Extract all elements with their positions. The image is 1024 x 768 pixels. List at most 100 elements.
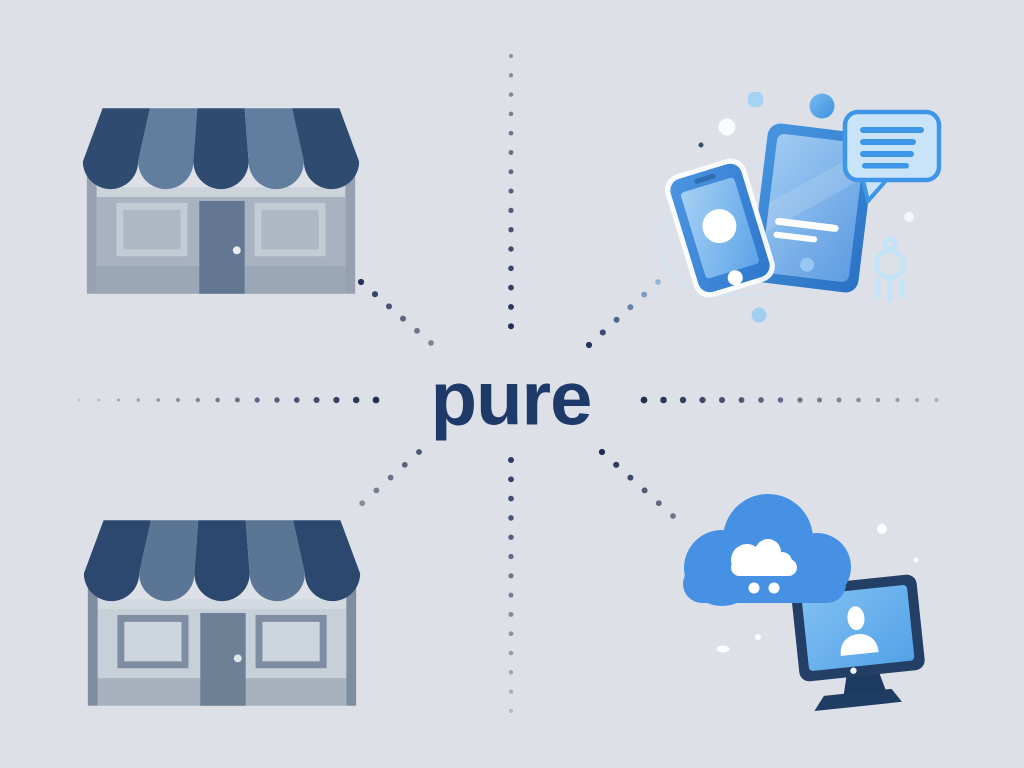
mobile-devices-icon [640, 60, 980, 340]
inner-cloud-icon [731, 539, 797, 576]
connector-dot [387, 474, 394, 481]
connector-dot [357, 278, 365, 286]
connector-dot [627, 304, 634, 311]
white-dot-decor [913, 557, 919, 563]
door-knob [233, 654, 242, 663]
blue-dot-decor [751, 307, 767, 323]
connector-dot [758, 397, 764, 403]
chat-text-line [860, 151, 914, 157]
connector-dot [508, 265, 514, 272]
connector-dot [508, 303, 514, 310]
tablet-home-button [800, 257, 815, 272]
connector-dot [699, 396, 706, 404]
connector-dot [136, 398, 141, 402]
chat-bubble-icon [842, 109, 942, 203]
white-dot-decor [718, 118, 736, 136]
connector-dot [508, 650, 514, 656]
storefront-fascia [92, 187, 350, 198]
phone-speaker [694, 173, 716, 184]
chat-text-line [860, 139, 916, 145]
connector-dot [670, 513, 676, 519]
connector-dot [293, 397, 300, 403]
whisk-outline-decor [874, 236, 906, 303]
connector-dot [508, 670, 514, 675]
connector-dot [508, 188, 514, 194]
connector-dot [116, 398, 121, 402]
monitor-chin-dot [850, 667, 857, 674]
connector-dot [400, 315, 406, 322]
connector-dot [718, 396, 726, 404]
connector-dot [372, 396, 380, 404]
connector-dot [640, 396, 648, 404]
connector-dot [508, 515, 514, 521]
connector-dot [816, 397, 823, 403]
connector-dot [613, 316, 620, 323]
blue-ball-decor [809, 93, 835, 119]
white-dot-decor [904, 212, 914, 222]
connector-dot [508, 476, 514, 483]
connector-dot [508, 631, 514, 637]
connector-dot [254, 397, 260, 403]
monitor-icon [791, 574, 925, 712]
connector-dot [508, 169, 514, 175]
connector-dot [856, 397, 861, 403]
connector-dot [352, 396, 360, 404]
connector-dot [660, 396, 667, 404]
storefront-window-right [254, 202, 326, 257]
tablet-text-line [773, 231, 818, 243]
storefront-icon [73, 100, 369, 298]
connector-dot [508, 457, 514, 463]
connector-dot [655, 279, 661, 285]
storefront-window-right [255, 614, 327, 669]
connector-dot [77, 398, 81, 402]
connector-dot [508, 130, 514, 136]
white-dot-decor [716, 645, 730, 653]
connector-dot [508, 553, 514, 560]
storefront-building [87, 573, 357, 706]
connector-dot [641, 291, 648, 298]
white-dot-decor [755, 634, 761, 640]
connector-dot [508, 611, 514, 617]
storefront-post-left [87, 573, 98, 706]
connector-dot [508, 111, 514, 117]
storefront-post-right [345, 161, 356, 294]
navy-dot-decor [698, 142, 704, 148]
white-dot-decor [877, 524, 887, 534]
connector-dot [385, 303, 393, 310]
connector-dot [175, 397, 181, 403]
connector-dot [508, 708, 514, 714]
connector-dot [508, 323, 514, 330]
storefront-window-left [116, 202, 188, 257]
connector-dot [641, 487, 648, 494]
connector-dot [508, 573, 514, 579]
connector-dot [414, 327, 420, 334]
storefront-post-left [86, 161, 97, 294]
connector-dot [373, 487, 380, 494]
connector-dot [359, 500, 366, 507]
monitor-base [814, 688, 902, 712]
connector-dot [613, 461, 620, 468]
connector-dot [274, 397, 280, 403]
user-avatar-icon [840, 606, 879, 656]
blue-square-decor [748, 92, 763, 107]
connector-dot [195, 397, 200, 403]
storefront-building [86, 161, 356, 294]
smartphone-icon [665, 158, 775, 298]
connector-dot [508, 689, 514, 694]
connector-dot [655, 500, 662, 507]
connector-dot [797, 397, 803, 403]
connector-dot [508, 284, 514, 291]
storefront-awning [83, 520, 361, 602]
connector-dot [508, 73, 514, 78]
connector-dot [627, 474, 634, 481]
connector-dot [156, 398, 161, 402]
storefront-door [199, 200, 245, 294]
cloud-drop-dot [748, 582, 760, 594]
storefront-fascia [93, 599, 351, 610]
connector-dot [333, 396, 340, 404]
connector-dot [97, 398, 101, 402]
connector-dot [416, 449, 422, 455]
connector-dot [508, 227, 514, 233]
